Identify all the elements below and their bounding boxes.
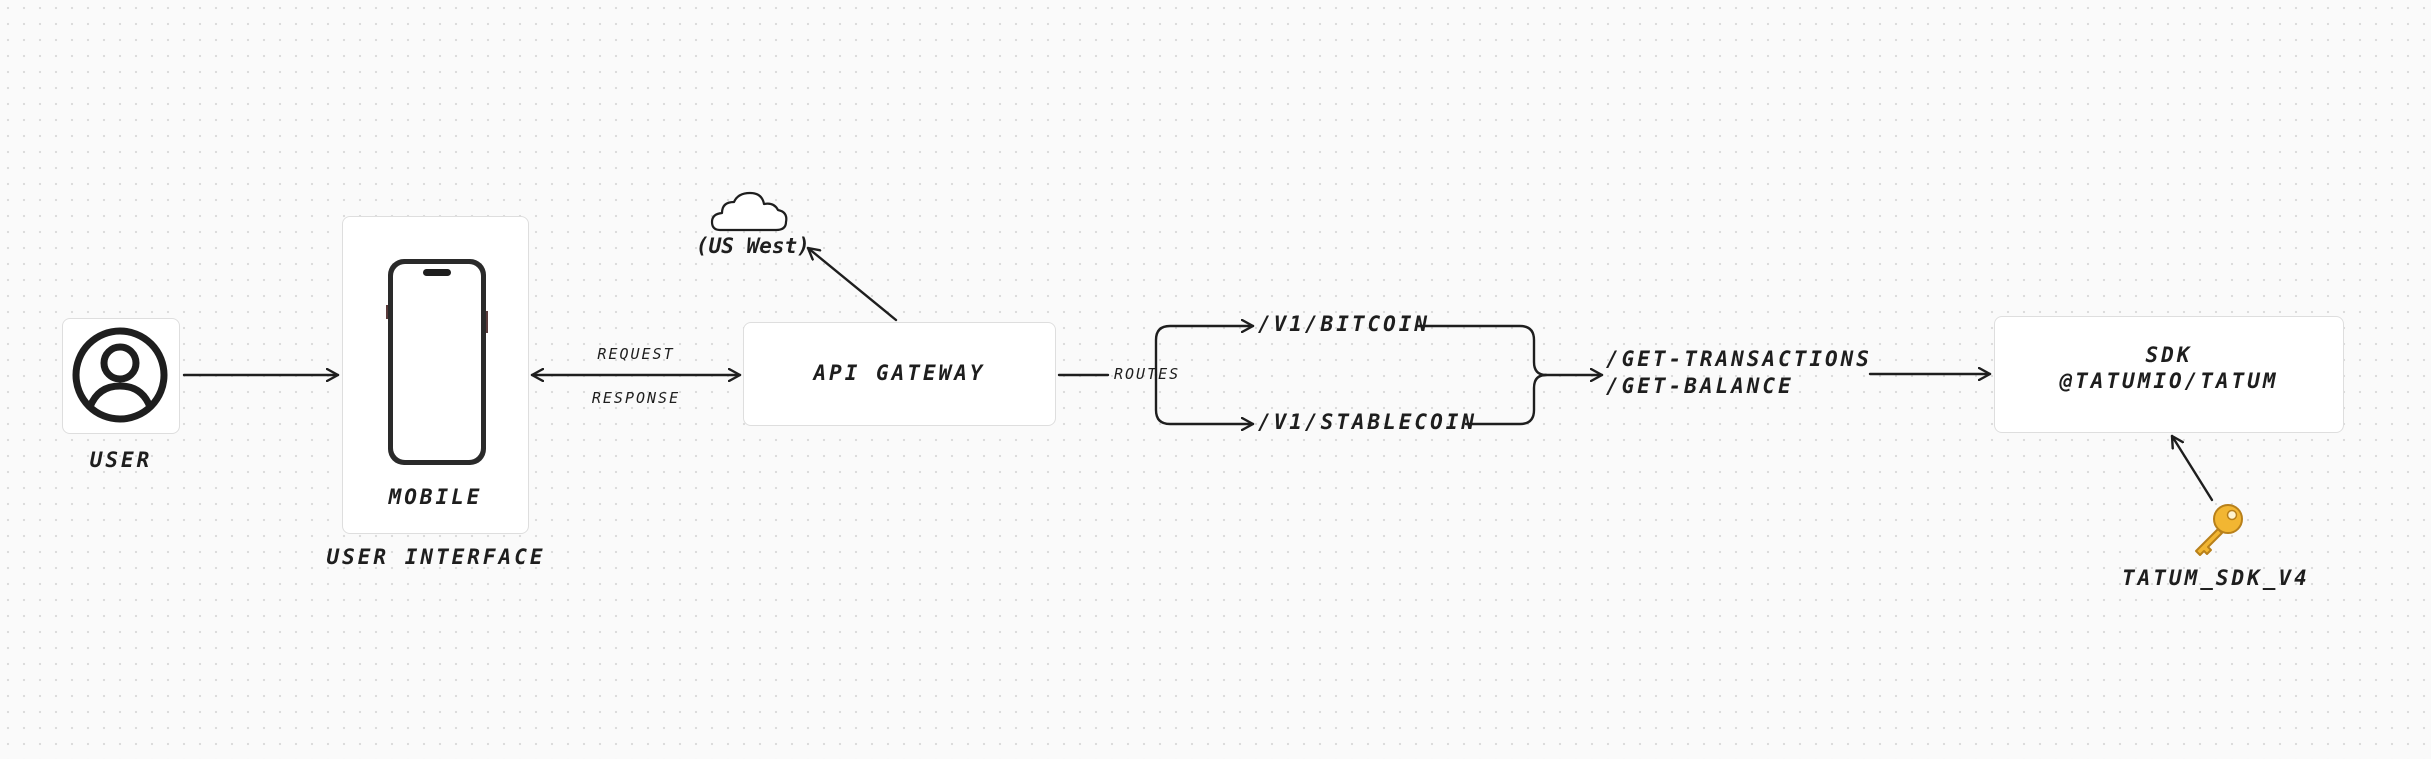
- phone-icon: [386, 259, 488, 465]
- cloud-label: (US West): [696, 234, 810, 258]
- user-label: USER: [89, 448, 153, 472]
- sdk-package-label: @TATUMIO/TATUM: [2059, 369, 2279, 393]
- mobile-caption: USER INTERFACE: [326, 545, 546, 569]
- api-gateway-label: API GATEWAY: [813, 361, 986, 385]
- route-stablecoin: /V1/STABLECOIN: [1258, 410, 1478, 434]
- request-label: REQUEST: [597, 345, 675, 363]
- sdk-label: SDK: [2145, 343, 2193, 367]
- mobile-node[interactable]: MOBILE: [342, 216, 529, 534]
- route-bitcoin: /V1/BITCOIN: [1258, 312, 1431, 336]
- endpoint-get-transactions: /GET-TRANSACTIONS: [1606, 347, 1872, 371]
- routes-label: ROUTES: [1114, 365, 1181, 383]
- mobile-label: MOBILE: [388, 485, 483, 509]
- key-label: TATUM_SDK_V4: [2122, 566, 2310, 590]
- edge-stablecoin-merge: [1464, 373, 1548, 426]
- cloud-icon: [710, 191, 788, 232]
- key-icon: [2195, 504, 2243, 556]
- edge-key-sdk: [2170, 434, 2214, 502]
- user-icon: [72, 327, 168, 423]
- edge-bitcoin-merge: [1416, 324, 1548, 377]
- response-label: RESPONSE: [591, 389, 681, 407]
- edge-gateway-cloud: [806, 246, 898, 322]
- api-gateway-node[interactable]: API GATEWAY: [743, 322, 1056, 426]
- user-node[interactable]: [62, 318, 180, 434]
- sdk-node[interactable]: SDK @TATUMIO/TATUM: [1994, 316, 2344, 433]
- endpoint-get-balance: /GET-BALANCE: [1606, 374, 1794, 398]
